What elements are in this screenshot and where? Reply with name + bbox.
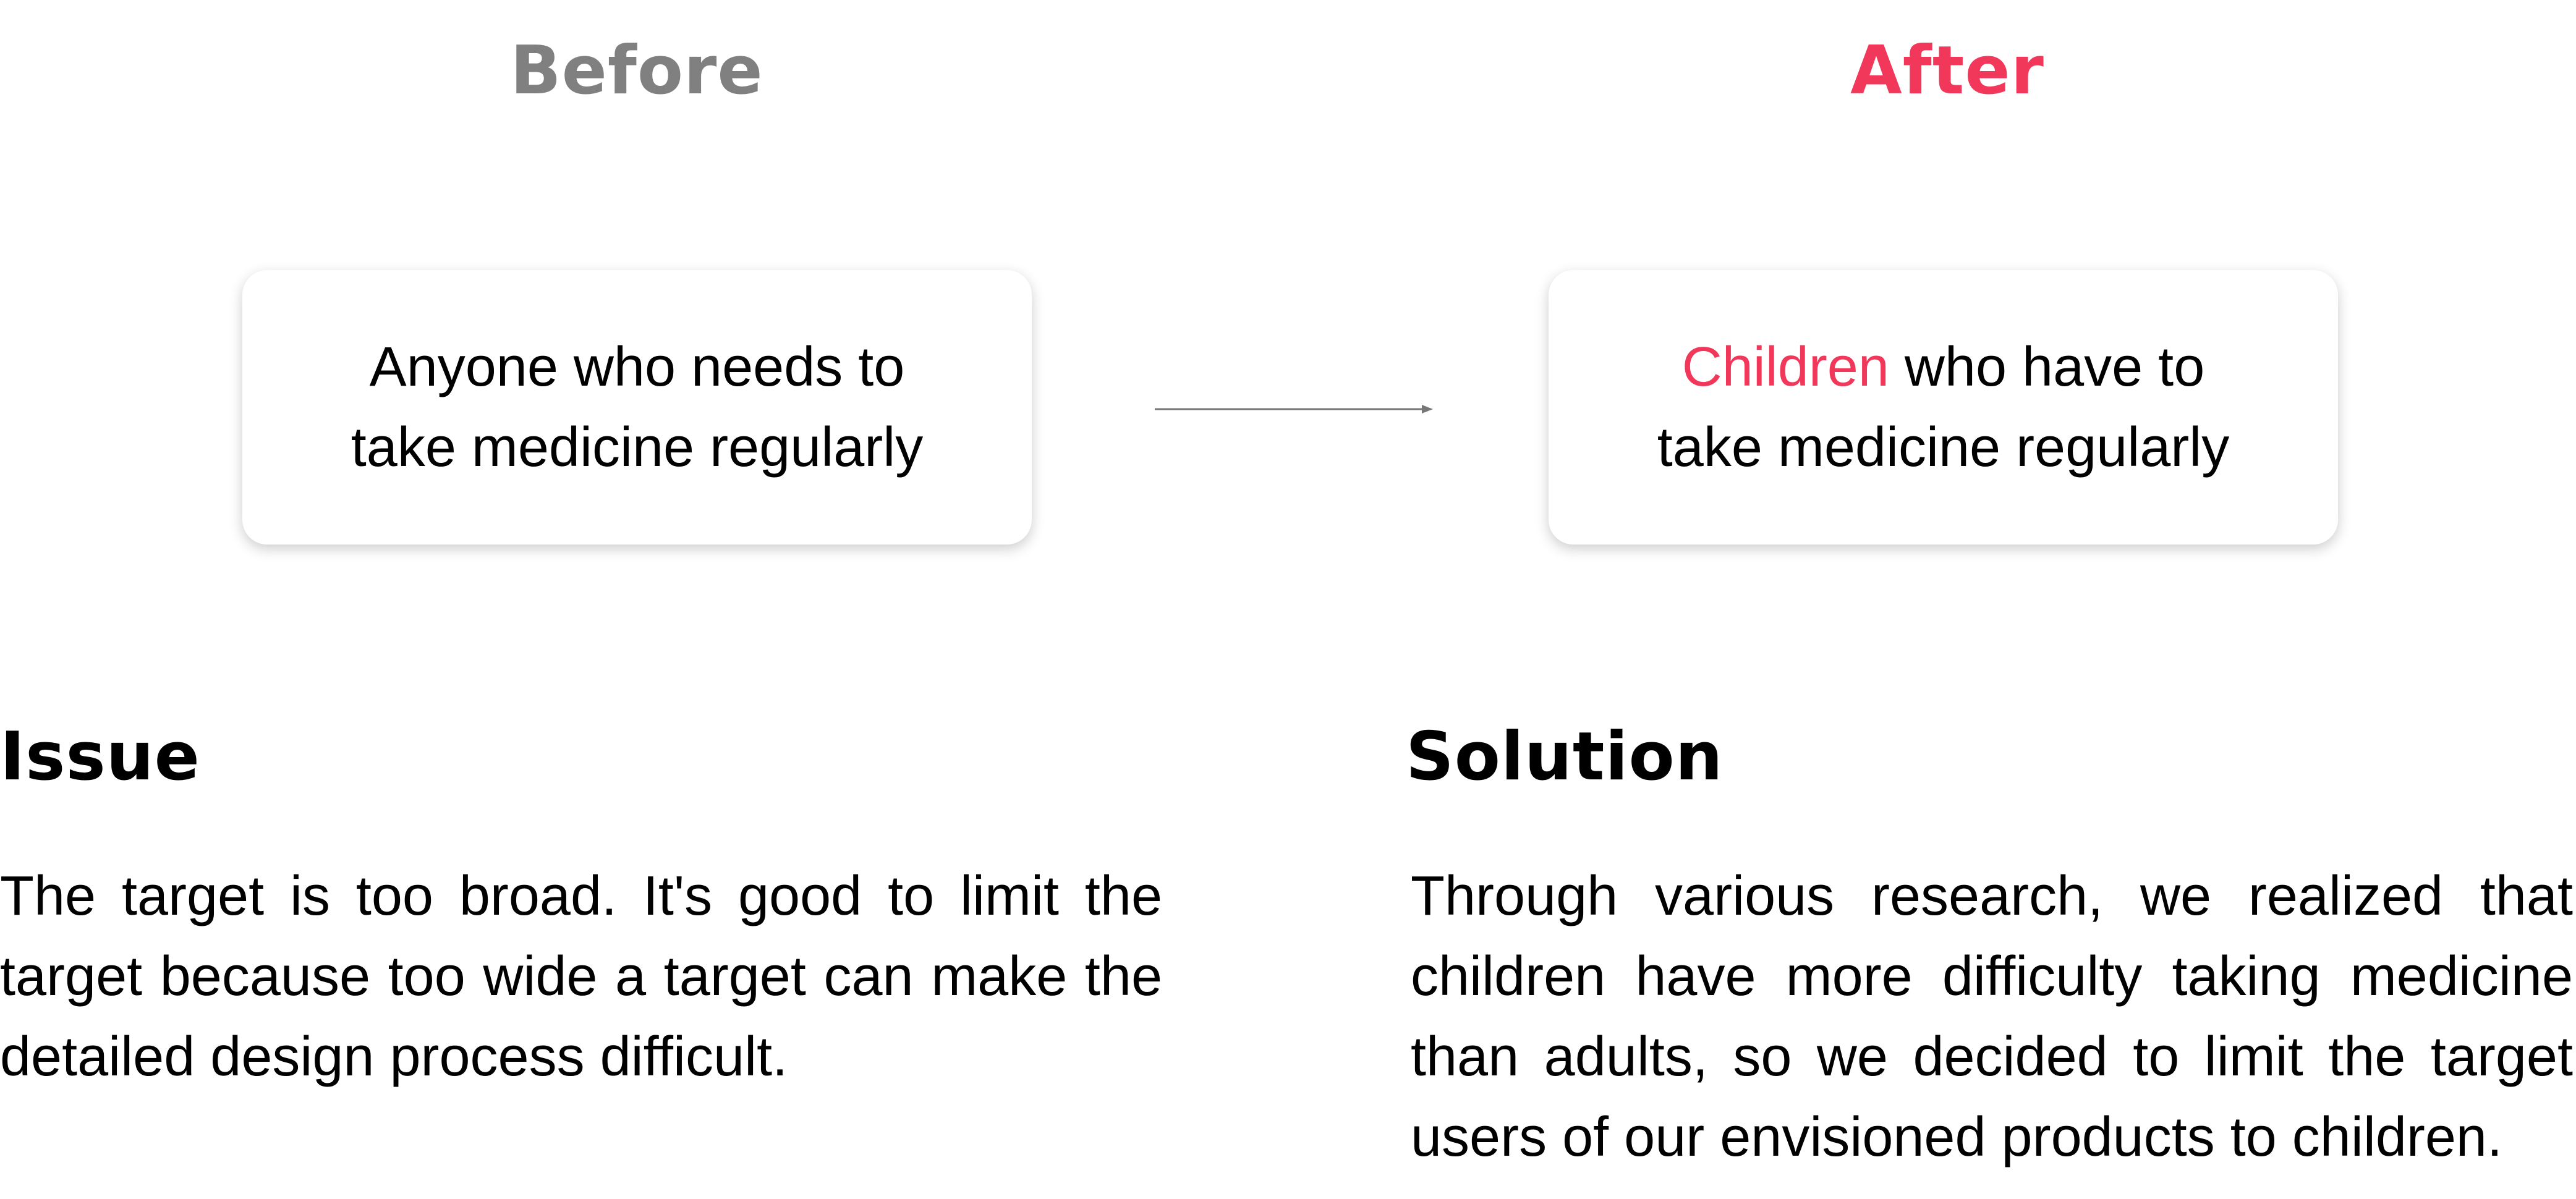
after-title: After: [1850, 32, 2044, 109]
before-card: Anyone who needs to take medicine regula…: [242, 270, 1032, 544]
after-card: Children who have to take medicine regul…: [1549, 270, 2338, 544]
issue-body: The target is too broad. It's good to li…: [0, 865, 1162, 1088]
after-card-text: Children who have to take medicine regul…: [1588, 327, 2299, 488]
after-card-line-1-rest: who have to: [1889, 336, 2205, 398]
before-card-line-2: take medicine regularly: [351, 417, 924, 478]
after-card-line-2: take medicine regularly: [1657, 417, 2230, 478]
solution-body: Through various research, we realized th…: [1411, 865, 2573, 1168]
issue-title: Issue: [0, 718, 200, 795]
after-card-highlight: Children: [1681, 336, 1889, 398]
before-title: Before: [510, 32, 763, 109]
before-card-line-1: Anyone who needs to: [369, 336, 905, 398]
arrow-right-icon: [1155, 405, 1433, 413]
solution-title: Solution: [1406, 718, 1724, 795]
before-card-text: Anyone who needs to take medicine regula…: [282, 327, 993, 488]
after-card-line-1: Children who have to: [1588, 327, 2299, 407]
